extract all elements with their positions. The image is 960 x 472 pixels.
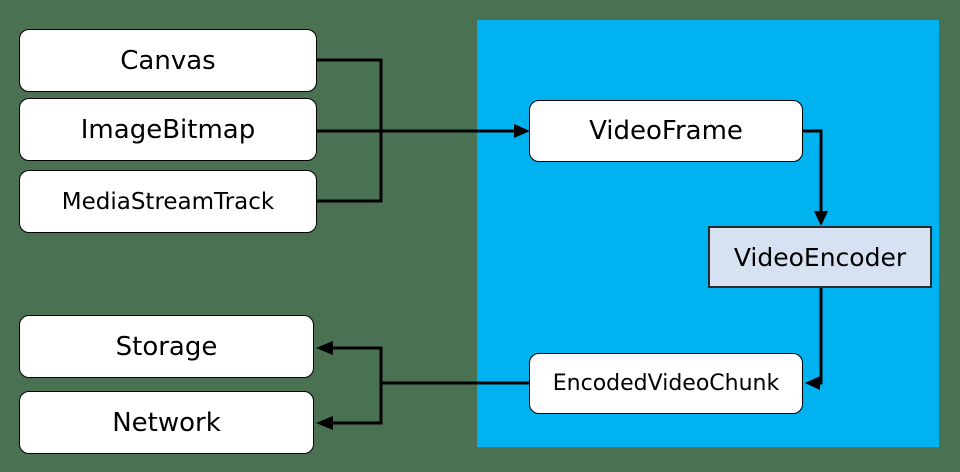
node-encodedvideochunk-label: EncodedVideoChunk	[552, 371, 780, 396]
edge-split-bracket	[333, 346, 383, 425]
arrowhead-into-network	[316, 416, 333, 430]
node-network: Network	[19, 391, 314, 454]
node-network-label: Network	[112, 407, 221, 438]
node-videoframe-label: VideoFrame	[589, 116, 743, 146]
node-imagebitmap-label: ImageBitmap	[80, 114, 256, 145]
node-mediastreamtrack-label: MediaStreamTrack	[61, 188, 275, 215]
node-canvas-label: Canvas	[120, 45, 216, 76]
node-imagebitmap: ImageBitmap	[19, 98, 317, 161]
node-videoencoder: VideoEncoder	[708, 226, 932, 288]
arrowhead-into-storage	[316, 341, 333, 355]
node-mediastreamtrack: MediaStreamTrack	[19, 170, 317, 233]
node-encodedvideochunk: EncodedVideoChunk	[529, 353, 803, 414]
node-videoencoder-label: VideoEncoder	[733, 242, 907, 272]
node-storage: Storage	[19, 315, 314, 378]
node-canvas: Canvas	[19, 29, 317, 92]
edge-merge-bracket	[317, 58, 383, 203]
node-videoframe: VideoFrame	[529, 100, 803, 162]
node-storage-label: Storage	[115, 331, 218, 362]
